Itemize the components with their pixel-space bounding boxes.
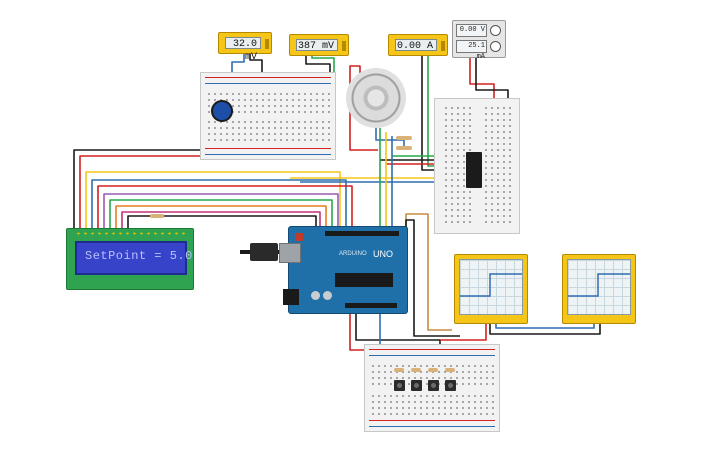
- push-button-3[interactable]: [428, 380, 439, 391]
- mcu-chip: [335, 273, 393, 287]
- usb-port: [279, 243, 301, 263]
- bb-right-holes-b: [483, 105, 511, 225]
- multimeter-3-dial[interactable]: [441, 41, 445, 51]
- oscilloscope-2-screen: [567, 259, 631, 315]
- multimeter-1-dial[interactable]: [265, 39, 269, 49]
- multimeter-2[interactable]: 387 mV: [289, 34, 349, 56]
- bb-top-holes-a: [206, 91, 330, 113]
- oscilloscope-1[interactable]: [454, 254, 528, 324]
- psu-current-display: 25.1 mA: [456, 40, 487, 61]
- oscilloscope-1-trace: [460, 273, 522, 297]
- oscilloscope-2[interactable]: [562, 254, 636, 324]
- arduino-brand: ARDUINO: [339, 251, 367, 257]
- usb-plug: [250, 243, 278, 261]
- oscilloscope-1-screen: [459, 259, 523, 315]
- push-button-2[interactable]: [411, 380, 422, 391]
- lcd-text: SetPoint = 5.0: [85, 249, 193, 263]
- button-resistor-2[interactable]: [411, 368, 421, 372]
- multimeter-1[interactable]: 32.0 mV: [218, 32, 272, 63]
- button-resistor-3[interactable]: [428, 368, 438, 372]
- ic-chip[interactable]: [466, 152, 482, 188]
- power-supply[interactable]: 0.00 V 25.1 mA: [452, 20, 506, 61]
- oscilloscope-2-trace: [568, 273, 630, 297]
- potentiometer-knob[interactable]: [211, 100, 233, 122]
- lcd-display[interactable]: SetPoint = 5.0: [66, 228, 194, 290]
- lcd-screen: SetPoint = 5.0: [75, 241, 192, 275]
- push-button-1[interactable]: [394, 380, 405, 391]
- bb-bottom-rail-neg-2: [369, 426, 495, 427]
- arduino-model: UNO: [373, 249, 393, 259]
- reset-button[interactable]: [295, 233, 303, 241]
- bb-top-rail-pos: [205, 77, 331, 78]
- arduino-board[interactable]: ARDUINO UNO: [279, 226, 408, 314]
- resistor-2[interactable]: [396, 146, 412, 150]
- push-button-4[interactable]: [445, 380, 456, 391]
- bb-bottom-rail-neg: [369, 355, 495, 356]
- multimeter-3-display: 0.00 A: [395, 39, 437, 52]
- lcd-pins: [75, 231, 185, 236]
- multimeter-2-dial[interactable]: [342, 41, 346, 51]
- power-jack: [283, 289, 299, 305]
- button-resistor-4[interactable]: [445, 368, 455, 372]
- digital-header: [325, 231, 399, 236]
- psu-voltage-display: 0.00 V: [456, 24, 487, 37]
- bb-bottom-holes-b: [370, 393, 494, 415]
- analog-header: [345, 303, 397, 308]
- multimeter-3[interactable]: 0.00 A: [388, 34, 448, 56]
- bb-top-rail-neg: [205, 83, 331, 84]
- multimeter-2-display: 387 mV: [296, 39, 338, 52]
- bb-bottom-rail-pos-2: [369, 420, 495, 421]
- breadboard-bottom[interactable]: [364, 344, 500, 432]
- bb-top-holes-b: [206, 119, 330, 141]
- bb-top-rail-pos-2: [205, 148, 331, 149]
- lcd-resistor[interactable]: [150, 214, 164, 218]
- psu-voltage-knob[interactable]: [490, 25, 501, 36]
- button-resistor-1[interactable]: [394, 368, 404, 372]
- capacitor-1: [311, 291, 320, 300]
- dc-motor[interactable]: [346, 68, 406, 128]
- multimeter-1-display: 32.0 mV: [225, 37, 261, 63]
- capacitor-2: [323, 291, 332, 300]
- resistor-1[interactable]: [396, 136, 412, 140]
- bb-bottom-rail-pos: [369, 349, 495, 350]
- bb-top-rail-neg-2: [205, 154, 331, 155]
- psu-current-knob[interactable]: [490, 41, 501, 52]
